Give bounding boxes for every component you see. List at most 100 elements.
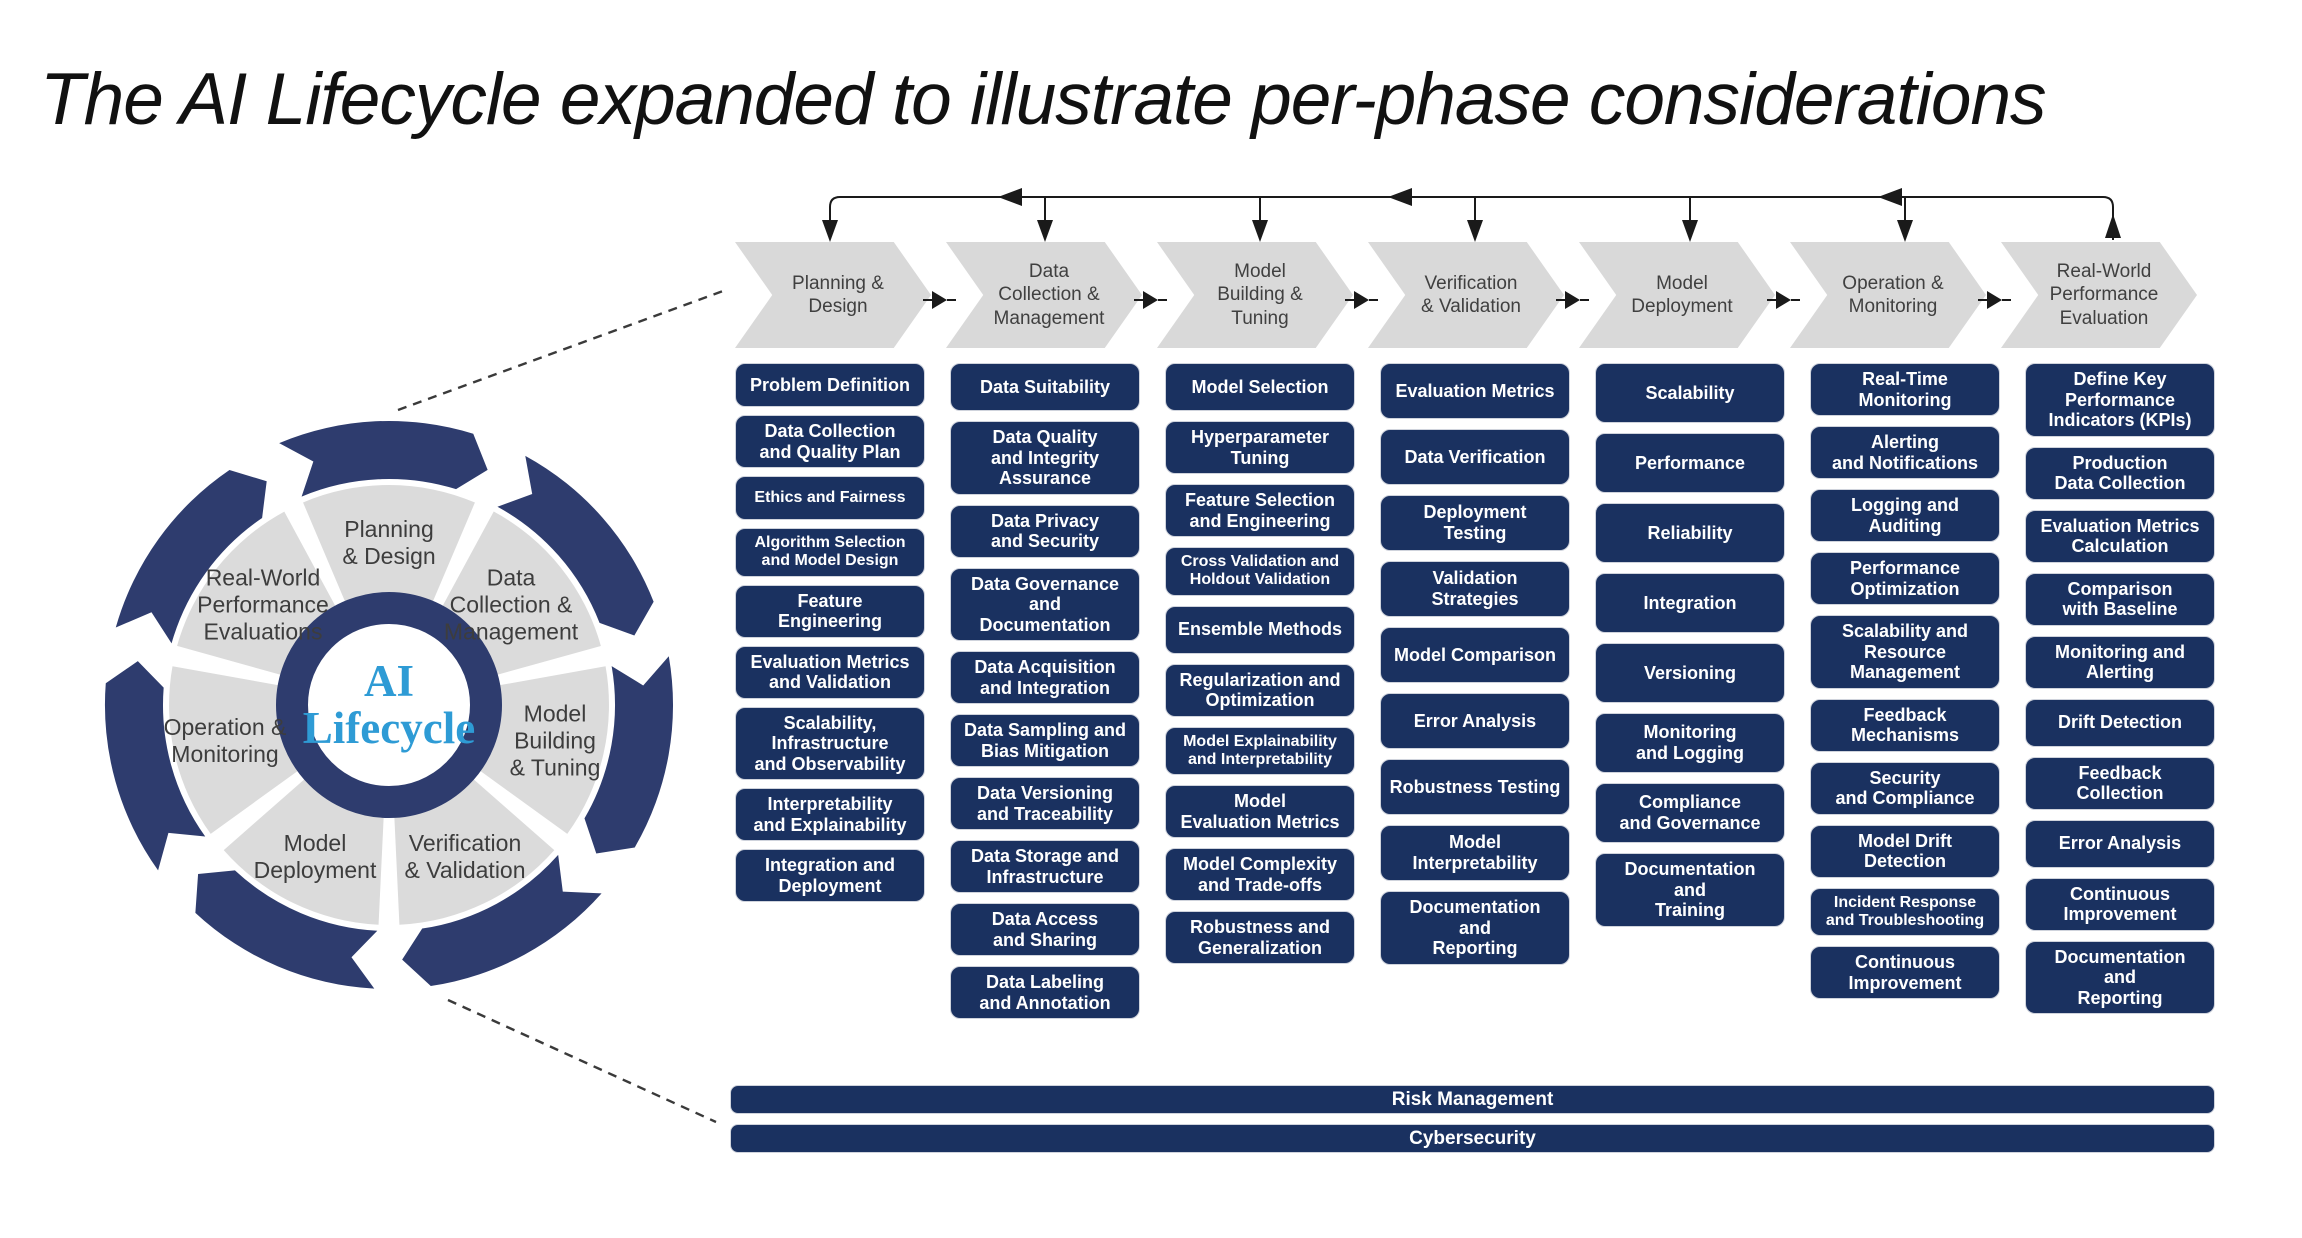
- phase-column-real-world: Define Key Performance Indicators (KPIs)…: [2025, 363, 2215, 1015]
- consideration-box: Evaluation Metrics: [1380, 363, 1570, 419]
- consideration-box: Performance Optimization: [1810, 552, 2000, 606]
- feedback-line: [829, 196, 2114, 240]
- consideration-box: Ethics and Fairness: [735, 476, 925, 521]
- consideration-box: Monitoring and Alerting: [2025, 635, 2215, 689]
- chevron-label: Real-World Performance Evaluation: [2049, 261, 2159, 329]
- dashed-link-top: [397, 289, 724, 412]
- consideration-box: Compliance and Governance: [1595, 783, 1785, 843]
- consideration-box: Continuous Improvement: [1810, 946, 2000, 1000]
- consideration-box: Error Analysis: [2025, 819, 2215, 868]
- consideration-box: Data Storage and Infrastructure: [950, 840, 1140, 894]
- page-title: The AI Lifecycle expanded to illustrate …: [40, 59, 2047, 140]
- consideration-box: Scalability and Resource Management: [1810, 615, 2000, 689]
- wedge-label-real-world: Real-World Performance Evaluations: [197, 564, 329, 645]
- consideration-box: Data Quality and Integrity Assurance: [950, 421, 1140, 495]
- consideration-box: Security and Compliance: [1810, 761, 2000, 815]
- consideration-box: Robustness Testing: [1380, 759, 1570, 815]
- consideration-box: Data Access and Sharing: [950, 903, 1140, 957]
- lifecycle-diagram: Planning & Design Data Collection & Mana…: [103, 419, 675, 991]
- wedge-label-operation: Operation & Monitoring: [163, 714, 287, 767]
- inter-phase-arrow-icon: [1974, 291, 2014, 309]
- phase-chevron-planning-design: Planning & Design: [735, 242, 931, 348]
- chevron-label: Operation & Monitoring: [1842, 272, 1944, 317]
- inter-phase-arrow-icon: [1552, 291, 1592, 309]
- consideration-box: Ensemble Methods: [1165, 605, 1355, 654]
- lifecycle-center-label: AI Lifecycle: [302, 655, 476, 753]
- consideration-box: Model Interpretability: [1380, 825, 1570, 881]
- consideration-box: Continuous Improvement: [2025, 877, 2215, 931]
- consideration-box: Define Key Performance Indicators (KPIs): [2025, 363, 2215, 437]
- consideration-box: Real-Time Monitoring: [1810, 363, 2000, 417]
- consideration-box: Feedback Collection: [2025, 756, 2215, 810]
- inner-hub-ring: [276, 592, 502, 818]
- consideration-box: Regularization and Optimization: [1165, 663, 1355, 717]
- consideration-box: Robustness and Generalization: [1165, 911, 1355, 965]
- consideration-box: Interpretability and Explainability: [735, 788, 925, 842]
- consideration-box: Documentation and Training: [1595, 853, 1785, 927]
- wedge-label-verification: Verification & Validation: [404, 830, 526, 883]
- consideration-box: Data Governance and Documentation: [950, 567, 1140, 642]
- consideration-box: Model Comparison: [1380, 627, 1570, 683]
- chevron-label: Verification & Validation: [1421, 272, 1521, 317]
- wedge-label-planning: Planning & Design: [342, 516, 436, 569]
- inter-phase-arrow-icon: [1763, 291, 1803, 309]
- consideration-box: Data Privacy and Security: [950, 504, 1140, 558]
- consideration-box: Incident Response and Troubleshooting: [1810, 887, 2000, 937]
- consideration-box: Data Suitability: [950, 363, 1140, 411]
- consideration-box: Hyperparameter Tuning: [1165, 421, 1355, 475]
- consideration-box: Logging and Auditing: [1810, 489, 2000, 543]
- consideration-box: Integration: [1595, 573, 1785, 633]
- consideration-box: Error Analysis: [1380, 693, 1570, 749]
- inter-phase-arrow-icon: [919, 291, 959, 309]
- consideration-box: Alerting and Notifications: [1810, 426, 2000, 480]
- inter-phase-arrow-icon: [1130, 291, 1170, 309]
- phase-chevron-verification: Verification & Validation: [1368, 242, 1564, 348]
- consideration-box: Evaluation Metrics and Validation: [735, 645, 925, 699]
- consideration-box: Scalability, Infrastructure and Observab…: [735, 706, 925, 781]
- consideration-box: Versioning: [1595, 643, 1785, 703]
- consideration-box: Deployment Testing: [1380, 495, 1570, 551]
- consideration-box: Cross Validation and Holdout Validation: [1165, 547, 1355, 596]
- consideration-box: Data Labeling and Annotation: [950, 966, 1140, 1020]
- consideration-box: Algorithm Selection and Model Design: [735, 528, 925, 577]
- phase-chevron-operation: Operation & Monitoring: [1790, 242, 1986, 348]
- consideration-box: Comparison with Baseline: [2025, 572, 2215, 626]
- phase-header-row: Planning & Design Data Collection & Mana…: [735, 242, 2215, 348]
- feedback-arrowheads: [822, 188, 2121, 242]
- consideration-box: Reliability: [1595, 503, 1785, 563]
- consideration-box: Drift Detection: [2025, 698, 2215, 747]
- phase-chevron-model-building: Model Building & Tuning: [1157, 242, 1353, 348]
- phase-chevron-real-world: Real-World Performance Evaluation: [2001, 242, 2197, 348]
- consideration-box: Model Evaluation Metrics: [1165, 785, 1355, 839]
- consideration-box: Problem Definition: [735, 363, 925, 407]
- consideration-box: Model Drift Detection: [1810, 824, 2000, 878]
- consideration-box: Integration and Deployment: [735, 849, 925, 903]
- consideration-box: Data Versioning and Traceability: [950, 777, 1140, 831]
- wedge-label-data-collection: Data Collection & Management: [443, 564, 579, 645]
- consideration-box: Performance: [1595, 433, 1785, 493]
- consideration-box: Monitoring and Logging: [1595, 713, 1785, 773]
- dashed-link-bottom: [447, 998, 717, 1124]
- consideration-box: Feature Selection and Engineering: [1165, 484, 1355, 538]
- consideration-box: Data Sampling and Bias Mitigation: [950, 714, 1140, 768]
- consideration-box: Feature Engineering: [735, 584, 925, 638]
- consideration-box: Documentation and Reporting: [1380, 891, 1570, 965]
- consideration-box: Feedback Mechanisms: [1810, 698, 2000, 752]
- consideration-box: Model Complexity and Trade-offs: [1165, 848, 1355, 902]
- consideration-box: Model Selection: [1165, 363, 1355, 411]
- wedge-label-deployment: Model Deployment: [253, 830, 377, 883]
- chevron-label: Model Building & Tuning: [1217, 261, 1303, 329]
- wedge-label-model-building: Model Building & Tuning: [509, 700, 601, 781]
- cybersecurity-bar: Cybersecurity: [730, 1124, 2215, 1153]
- lifecycle-wheel-graphic: [103, 419, 675, 991]
- consideration-box: Documentation and Reporting: [2025, 940, 2215, 1015]
- consideration-box: Validation Strategies: [1380, 561, 1570, 617]
- consideration-box: Data Collection and Quality Plan: [735, 415, 925, 469]
- inter-phase-arrow-icon: [1341, 291, 1381, 309]
- consideration-box: Production Data Collection: [2025, 446, 2215, 500]
- phase-chevron-model-deployment: Model Deployment: [1579, 242, 1775, 348]
